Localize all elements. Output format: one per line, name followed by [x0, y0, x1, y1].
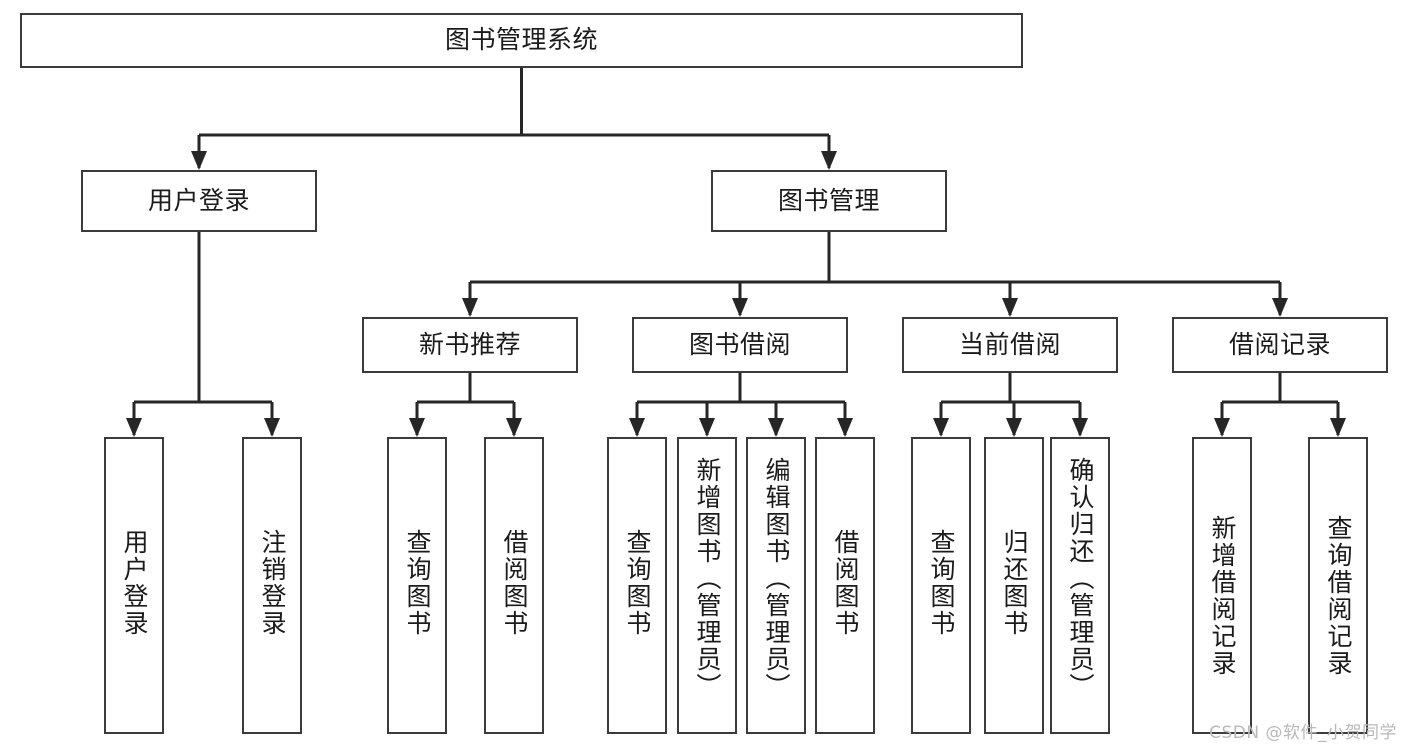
node-label: 新书推荐 [418, 329, 521, 359]
node-label: 注销登录 [258, 529, 287, 637]
node-current-borrow[interactable]: 当前借阅 [902, 317, 1118, 373]
edge-arrowhead [409, 418, 425, 437]
node-leaf-edit-book[interactable]: 编辑图书（管理员） [746, 437, 806, 734]
node-label: 图书管理 [777, 185, 880, 215]
node-root[interactable]: 图书管理系统 [20, 13, 1023, 68]
node-leaf-add-record[interactable]: 新增借阅记录 [1192, 437, 1252, 734]
node-label: 查询借阅记录 [1324, 515, 1353, 677]
node-label: 图书借阅 [688, 329, 791, 359]
node-user-login[interactable]: 用户登录 [81, 170, 317, 232]
node-leaf-query-book-1[interactable]: 查询图书 [387, 437, 447, 734]
edge-arrowhead [1072, 418, 1088, 437]
node-book-borrow[interactable]: 图书借阅 [632, 317, 848, 373]
edge-arrowhead [506, 418, 522, 437]
node-label: 新增图书（管理员） [693, 457, 722, 700]
node-leaf-query-book-3[interactable]: 查询图书 [911, 437, 971, 734]
edge-arrowhead [462, 298, 478, 317]
edge-arrowhead [1214, 418, 1230, 437]
node-label: 归还图书 [1000, 529, 1029, 637]
node-label: 借阅图书 [500, 529, 529, 637]
node-label: 查询图书 [623, 529, 652, 637]
edge-arrowhead [264, 418, 280, 437]
node-borrow-record[interactable]: 借阅记录 [1172, 317, 1388, 373]
node-leaf-user-login[interactable]: 用户登录 [104, 437, 164, 734]
csdn-watermark: CSDN @软件_小贺同学 [1209, 723, 1397, 743]
node-leaf-add-book[interactable]: 新增图书（管理员） [677, 437, 737, 734]
node-label: 借阅图书 [831, 529, 860, 637]
node-label: 查询图书 [927, 529, 956, 637]
edge-arrowhead [821, 151, 837, 170]
edge-arrowhead [768, 418, 784, 437]
node-label: 图书管理系统 [444, 25, 598, 55]
node-label: 查询图书 [403, 529, 432, 637]
node-leaf-user-logout[interactable]: 注销登录 [242, 437, 302, 734]
node-label: 借阅记录 [1228, 329, 1331, 359]
edge-arrowhead [837, 418, 853, 437]
edge-arrowhead [126, 418, 142, 437]
node-leaf-borrow-book-2[interactable]: 借阅图书 [815, 437, 875, 734]
edge-arrowhead [1006, 418, 1022, 437]
node-leaf-confirm-return[interactable]: 确认归还（管理员） [1050, 437, 1110, 734]
node-label: 新增借阅记录 [1208, 515, 1237, 677]
node-label: 用户登录 [147, 185, 250, 215]
node-label: 用户登录 [120, 529, 149, 637]
node-new-book-rec[interactable]: 新书推荐 [362, 317, 578, 373]
node-label: 确认归还（管理员） [1066, 457, 1095, 700]
edge-arrowhead [933, 418, 949, 437]
node-leaf-borrow-book-1[interactable]: 借阅图书 [484, 437, 544, 734]
edge-arrowhead [1002, 298, 1018, 317]
node-leaf-return-book[interactable]: 归还图书 [984, 437, 1044, 734]
node-book-manage[interactable]: 图书管理 [711, 170, 947, 232]
edge-arrowhead [191, 151, 207, 170]
edge-arrowhead [1330, 418, 1346, 437]
node-leaf-query-record[interactable]: 查询借阅记录 [1308, 437, 1368, 734]
edge-arrowhead [629, 418, 645, 437]
edge-arrowhead [1272, 298, 1288, 317]
node-label: 当前借阅 [958, 329, 1061, 359]
edge-arrowhead [699, 418, 715, 437]
edge-arrowhead [732, 298, 748, 317]
node-leaf-query-book-2[interactable]: 查询图书 [607, 437, 667, 734]
node-label: 编辑图书（管理员） [762, 457, 791, 700]
